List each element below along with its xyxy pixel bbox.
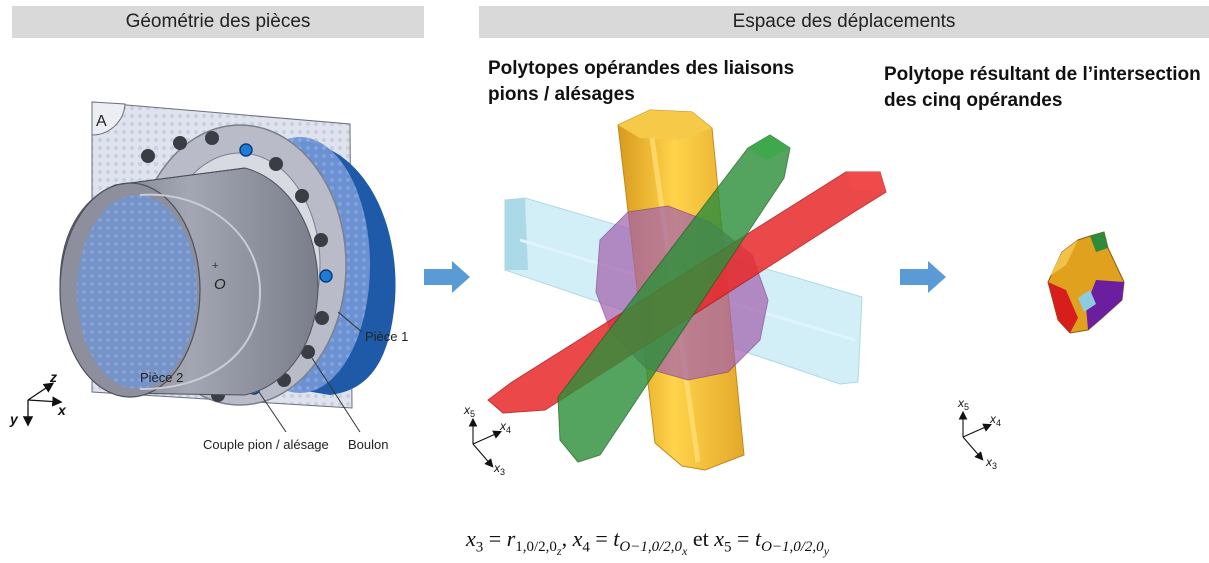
svg-text:x4: x4 — [989, 412, 1001, 428]
mid-x4-label: x — [499, 419, 507, 433]
arrow-right-1 — [424, 261, 470, 293]
svg-text:x4: x4 — [499, 419, 511, 435]
arrow-right-2 — [900, 261, 946, 293]
result-title: Polytope résultant de l’intersection des… — [884, 64, 1201, 111]
axis-x-label: x — [57, 402, 67, 418]
header-geometry: Géométrie des pièces — [12, 6, 424, 38]
res-x5-label: x — [957, 396, 965, 410]
pin-bore-label: Couple pion / alésage — [203, 437, 329, 452]
resulting-polytope: x5 x4 x3 — [957, 231, 1125, 471]
part-geometry-illustration: A — [9, 101, 408, 452]
middle-axes-triad — [468, 417, 503, 468]
res-x3-label: x — [985, 455, 993, 469]
header-displacement-space: Espace des déplacements — [479, 6, 1209, 38]
axis-y-label: y — [9, 411, 19, 427]
operand-polytopes: x5 x4 x3 — [463, 109, 887, 477]
piece-2-label: Pièce 2 — [140, 370, 183, 385]
bolts — [141, 131, 329, 402]
svg-text:x3: x3 — [985, 455, 997, 471]
mid-x3-label: x — [493, 461, 501, 475]
plate-label: A — [96, 113, 107, 130]
axis-z-label: z — [49, 369, 57, 385]
mid-x5-label: x — [463, 403, 471, 417]
xyz-triad — [22, 382, 63, 427]
piece-2 — [59, 167, 319, 398]
svg-text:x3: x3 — [493, 461, 505, 477]
svg-text:x5: x5 — [957, 396, 969, 412]
svg-text:+: + — [212, 260, 218, 272]
res-x4-label: x — [989, 412, 997, 426]
piece-1-label: Pièce 1 — [365, 329, 408, 344]
right-axes-triad — [958, 410, 993, 461]
center-label: O — [214, 276, 226, 293]
green-polytope — [557, 134, 791, 463]
svg-text:x5: x5 — [463, 403, 475, 419]
operands-title: Polytopes opérandes des liaisons pions /… — [488, 58, 795, 105]
bolt-label: Boulon — [348, 437, 388, 452]
formula: x3 = r1,0/2,0z, x4 = tO−1,0/2,0x et x5 =… — [466, 526, 830, 559]
